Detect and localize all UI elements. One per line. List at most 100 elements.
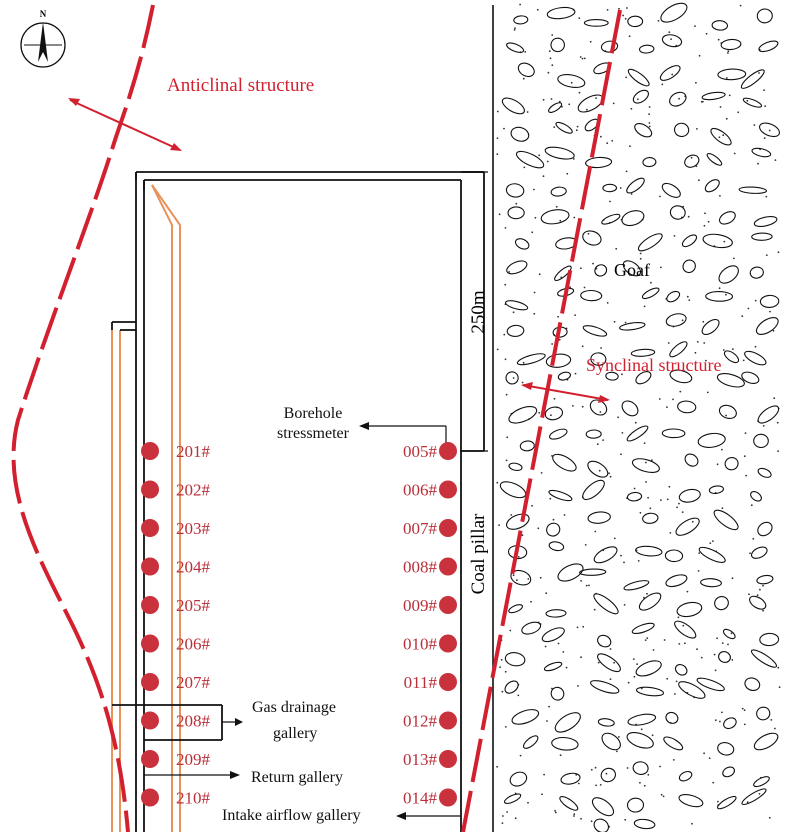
goaf-rock-oval [579,568,607,576]
goaf-rock-oval [626,731,654,749]
goaf-dot [634,421,637,424]
goaf-rock-oval [504,652,526,667]
goaf-rock-oval [593,593,619,615]
borehole-id-label: 007# [403,519,438,538]
goaf-rock-oval [540,209,570,225]
goaf-dot [608,472,610,475]
borehole-id-label: 205# [176,596,211,615]
goaf-rock-oval [557,74,586,88]
goaf-dot [768,129,771,132]
goaf-dot [731,659,734,661]
goaf-rock-oval [634,122,653,138]
goaf-rock-oval [741,371,760,385]
goaf-dot [576,626,579,629]
borehole-marker [439,519,457,537]
goaf-rock-oval [554,265,572,282]
goaf-rock-oval [548,102,563,113]
goaf-dot [719,195,721,197]
goaf-dot [573,813,576,816]
borehole-id-label: 013# [403,750,438,769]
goaf-rock-oval [544,406,564,421]
goaf-dot [595,97,597,99]
goaf-dot [514,817,517,820]
goaf-rock-oval [710,127,732,146]
goaf-rock-oval [756,706,771,721]
goaf-rock-oval [601,732,621,751]
goaf-rock-oval [678,488,701,503]
goaf-dot [619,187,622,189]
goaf-dot [575,774,578,776]
borehole-marker [439,673,457,691]
borehole-marker [439,750,457,768]
goaf-dot [590,820,593,823]
goaf-rock-oval [623,580,650,591]
goaf-dot [668,31,671,34]
goaf-dot [694,351,697,354]
goaf-dot [537,527,540,530]
goaf-dot [553,126,556,128]
borehole-marker [141,596,159,614]
borehole-marker [439,711,457,730]
goaf-dot [546,720,548,722]
borehole-stressmeter-annotation: Borehole stressmeter [277,405,447,451]
goaf-dot [588,584,590,587]
goaf-dot [703,224,706,227]
goaf-dot [678,643,681,645]
goaf-dot [624,818,627,821]
borehole-id-label: 204# [176,558,211,577]
goaf-dot [706,391,709,394]
goaf-rock-oval [514,238,530,250]
goaf-dot [741,707,744,710]
goaf-dot [762,609,764,612]
goaf-dot [675,680,678,683]
goaf-dot [613,537,616,540]
goaf-dot [538,154,541,157]
goaf-dot [566,172,569,175]
goaf-dot [569,286,571,289]
goaf-rock-oval [602,183,618,193]
goaf-dot [777,251,780,254]
goaf-dot [534,216,537,219]
goaf-rock-oval [677,400,697,414]
goaf-rock-oval [638,44,655,54]
goaf-rock-oval [674,620,697,639]
goaf-dot [633,487,636,490]
goaf-dot [504,283,507,286]
goaf-rock-oval [516,353,546,366]
goaf-rock-oval [590,680,620,694]
coal-pillar-label: Coal pillar [468,513,489,594]
goaf-dot [549,497,552,500]
goaf-dot [743,455,746,458]
goaf-dot [639,781,641,784]
goaf-dot [589,40,592,43]
goaf-dot [583,286,586,289]
goaf-rock-oval [749,595,767,610]
anticline-label: Anticlinal structure [167,75,314,96]
goaf-dot [504,670,507,673]
goaf-rock-oval [635,686,665,697]
goaf-area [492,0,786,832]
gas-drainage-label-line2: gallery [273,725,317,742]
goaf-dot [512,377,515,379]
north-arrow-icon: N [20,9,66,68]
goaf-rock-oval [545,609,567,618]
goaf-dot [666,406,668,408]
goaf-dot [577,782,580,785]
goaf-dot [517,694,520,697]
goaf-rock-oval [600,767,616,783]
goaf-dot [599,411,602,413]
goaf-rock-oval [676,601,703,618]
goaf-dot [592,262,594,265]
goaf-rock-oval [696,677,725,692]
goaf-dot [725,293,727,296]
goaf-rock-oval [718,651,731,663]
goaf-rock-oval [757,405,780,424]
goaf-dot [514,27,516,29]
goaf-dot [504,358,507,361]
goaf-rock-oval [510,569,532,586]
borehole-marker [141,634,159,653]
goaf-rock-oval [626,491,643,502]
goaf-dot [498,213,501,216]
goaf-dot [561,105,563,108]
goaf-dot [645,481,647,483]
